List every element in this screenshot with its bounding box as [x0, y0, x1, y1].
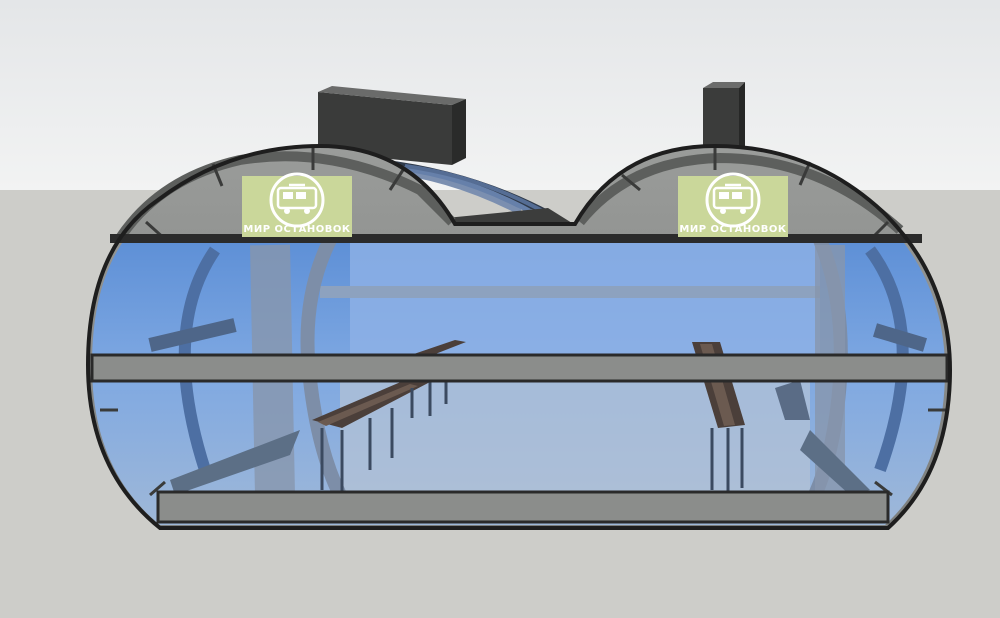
sign-left-text: МИР ОСТАНОВОК	[243, 224, 351, 235]
bottom-rail	[156, 490, 890, 524]
mid-rail	[90, 353, 949, 383]
outer-outline	[85, 143, 953, 530]
sign-panel-right: МИР ОСТАНОВОК	[678, 172, 788, 237]
roof-block-right	[703, 82, 745, 154]
sign-panel-left: МИР ОСТАНОВОК	[242, 172, 352, 237]
sign-right-text: МИР ОСТАНОВОК	[679, 224, 787, 235]
bus-icon	[269, 172, 325, 228]
top-rail	[110, 234, 922, 243]
right-arch-inner	[576, 152, 904, 234]
sky-background	[0, 0, 1000, 190]
bus-icon	[705, 172, 761, 228]
bench-left	[312, 374, 448, 492]
glass-interior	[92, 236, 945, 525]
